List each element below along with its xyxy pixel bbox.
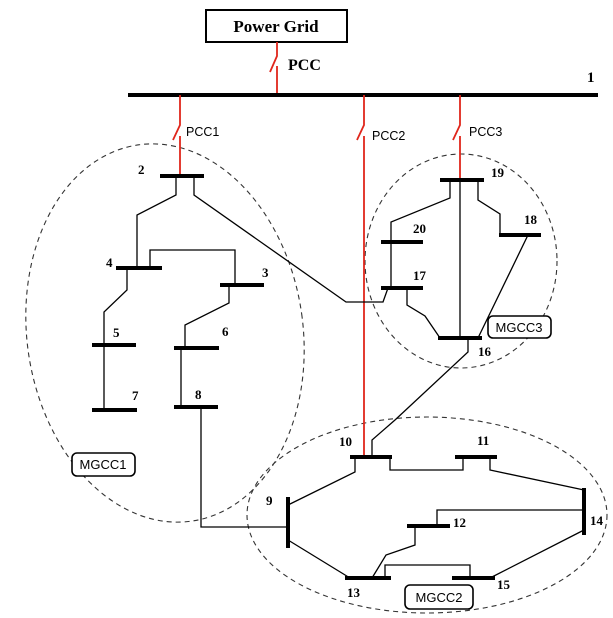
line-9-13 (287, 539, 351, 579)
line-19-17 (390, 180, 451, 288)
pcc-switch (269, 42, 278, 96)
buses (92, 174, 586, 580)
bus-14-label: 14 (590, 513, 604, 528)
bus-19-label: 19 (491, 165, 505, 180)
mgcc2-box (404, 584, 474, 610)
line-3-6 (184, 285, 230, 348)
mgcc3-label: MGCC3 (496, 320, 543, 335)
line-13-15 (384, 564, 471, 578)
line-13-12 (371, 526, 416, 579)
line-2-17 (193, 176, 389, 303)
line-18-16 (477, 234, 529, 339)
line-10-11 (389, 457, 464, 471)
line-19-18 (477, 180, 501, 235)
bus-2-label: 2 (138, 162, 145, 177)
bus-10-label: 10 (339, 434, 352, 449)
line-4-5 (103, 268, 128, 410)
bus-9-label: 9 (266, 493, 273, 508)
pcc-label: PCC (288, 57, 321, 74)
bus-13-label: 13 (347, 585, 361, 600)
bus-17-label: 17 (413, 268, 427, 283)
power-grid-label: Power Grid (233, 17, 319, 36)
line-15-14 (489, 529, 585, 579)
pcc2-label: PCC2 (372, 129, 405, 143)
feeder-pcc2 (356, 95, 365, 455)
line-8-9 (200, 407, 288, 528)
bus-18-label: 18 (524, 212, 538, 227)
bus-12-label: 12 (453, 515, 466, 530)
bus-6-label: 6 (222, 324, 229, 339)
branch-lines (103, 176, 585, 579)
line-12-14 (436, 509, 584, 526)
microgrid-zone-3 (364, 153, 558, 369)
line-2-4 (136, 176, 177, 268)
bus-4-label: 4 (106, 255, 113, 270)
feeder-pcc3 (452, 95, 461, 180)
mgcc1-label: MGCC1 (80, 457, 127, 472)
bus-15-label: 15 (497, 577, 511, 592)
bus-3-label: 3 (262, 265, 269, 280)
line-17-16 (406, 288, 441, 339)
line-11-14 (489, 457, 585, 491)
microgrid-zone-1 (25, 143, 305, 523)
line-16-10 (371, 338, 469, 457)
bus-7-label: 7 (132, 388, 139, 403)
mgcc3-box (487, 315, 552, 339)
feeder-pcc1 (172, 95, 181, 176)
bus-20-label: 20 (413, 221, 426, 236)
mgcc2-label: MGCC2 (416, 590, 463, 605)
bus-8-label: 8 (195, 387, 202, 402)
pcc3-label: PCC3 (469, 125, 502, 139)
line-10-9 (287, 457, 356, 506)
mgcc1-box (71, 452, 136, 477)
bus-11-label: 11 (477, 433, 489, 448)
pcc1-label: PCC1 (186, 125, 219, 139)
microgrid-zone-2 (246, 416, 608, 614)
bus-16-label: 16 (478, 344, 492, 359)
line-4-3 (149, 249, 236, 285)
bus-5-label: 5 (113, 325, 120, 340)
bus-1-label: 1 (587, 70, 595, 86)
